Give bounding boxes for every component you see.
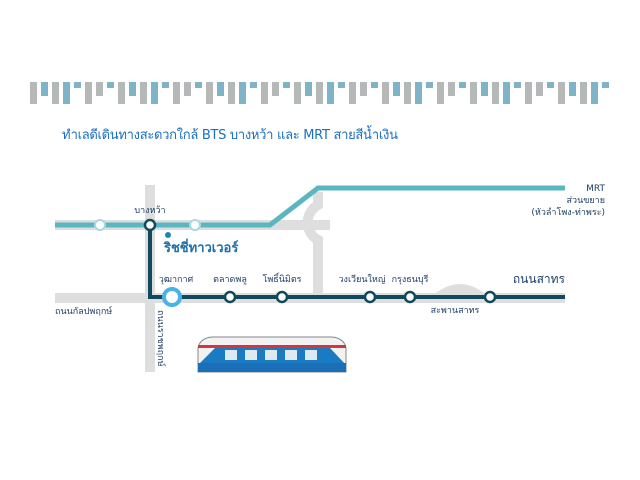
decorative-bar: [503, 82, 510, 104]
decorative-bar: [525, 82, 532, 104]
decorative-bar: [536, 82, 543, 96]
station-talat-phlu-label: ตลาดพลู: [213, 275, 247, 285]
decorative-bar: [459, 82, 466, 88]
decorative-bar: [85, 82, 92, 104]
decorative-bar: [294, 82, 301, 104]
decorative-bar: [547, 82, 554, 88]
decorative-bar: [184, 82, 191, 96]
decorative-bar: [217, 82, 224, 96]
station-wutthakat-marker: [162, 287, 182, 307]
decorative-bar: [195, 82, 202, 88]
station-krung-thon-buri-marker: [403, 290, 417, 304]
bts-line: [148, 225, 565, 299]
mrt-line: [55, 185, 565, 228]
bts-train-illustration: [197, 336, 347, 373]
decorative-bar: [107, 82, 114, 88]
decorative-bar: [360, 82, 367, 96]
decorative-bar: [250, 82, 257, 88]
sathon-bridge-label: สะพานสาทร: [431, 306, 480, 316]
road-kanlapaphruek-label: ถนนกัลปพฤกษ์: [55, 305, 112, 317]
decorative-bar: [228, 82, 235, 104]
sathon-bridge-hump: [430, 284, 490, 298]
decorative-bar: [382, 82, 389, 104]
decorative-bar: [481, 82, 488, 96]
decorative-bar: [74, 82, 81, 88]
mrt-label: MRT: [586, 184, 605, 194]
decorative-bar: [283, 82, 290, 88]
page-title: ทำเลดีเดินทางสะดวกใกล้ BTS บางหว้า และ M…: [62, 128, 398, 143]
decorative-bar: [162, 82, 169, 88]
decorative-bar: [393, 82, 400, 96]
decorative-bar: [349, 82, 356, 104]
station-bang-wa-marker: [143, 218, 157, 232]
decorative-bar: [30, 82, 37, 104]
station-wongwian-yai-label: วงเวียนใหญ่: [339, 274, 386, 285]
decorative-bar: [602, 82, 609, 88]
project-location-dot: [165, 232, 171, 238]
station-talat-phlu-marker: [223, 290, 237, 304]
station-wutthakat-label: วุฒากาศ: [159, 275, 194, 285]
decorative-bar: [316, 82, 323, 104]
decorative-bar: [470, 82, 477, 104]
mrt-extension-route-label: (หัวลำโพง-ท่าพระ): [531, 207, 605, 218]
decorative-bar: [404, 82, 411, 104]
decorative-bar: [129, 82, 136, 96]
station-krung-thon-buri-label: กรุงธนบุรี: [392, 274, 429, 285]
decorative-bar: [63, 82, 70, 104]
station-pho-nimit-marker: [275, 290, 289, 304]
road-vertical-right: [302, 192, 323, 298]
decorative-bar: [448, 82, 455, 96]
decorative-bar: [272, 82, 279, 96]
decorative-bar: [41, 82, 48, 96]
decorative-bar: [305, 82, 312, 96]
decorative-bar: [261, 82, 268, 104]
decorative-bar: [415, 82, 422, 104]
decorative-bar: [338, 82, 345, 88]
road-ratchaphruek-label: ถนนราชพฤกษ์: [155, 310, 167, 367]
decorative-bar: [569, 82, 576, 96]
road-sathon-label: ถนนสาทร: [513, 272, 566, 286]
decorative-bar: [52, 82, 59, 104]
decorative-bar: [327, 82, 334, 104]
decorative-bar: [580, 82, 587, 104]
decorative-bar: [151, 82, 158, 104]
station-pho-nimit-label: โพธิ์นิมิตร: [262, 272, 301, 285]
station-wongwian-yai-marker: [363, 290, 377, 304]
decorative-bar: [96, 82, 103, 96]
decorative-bar: [591, 82, 598, 104]
decorative-bar: [239, 82, 246, 104]
project-label: ริชชี่ทาวเวอร์: [163, 238, 238, 256]
mrt-extension-label: ส่วนขยาย: [567, 196, 605, 206]
mrt-station-marker: [189, 219, 201, 231]
decorative-bar: [118, 82, 125, 104]
decorative-bar: [514, 82, 521, 88]
decorative-bar: [426, 82, 433, 88]
decorative-bar: [206, 82, 213, 104]
decorative-bar-pattern: [30, 82, 609, 104]
decorative-bar: [140, 82, 147, 104]
decorative-bar: [437, 82, 444, 104]
decorative-bar: [173, 82, 180, 104]
station-sathon-bridge-marker: [483, 290, 497, 304]
mrt-station-marker: [94, 219, 106, 231]
decorative-bar: [371, 82, 378, 88]
decorative-bar: [558, 82, 565, 104]
decorative-bar: [492, 82, 499, 104]
station-bang-wa-label: บางหว้า: [134, 205, 165, 216]
